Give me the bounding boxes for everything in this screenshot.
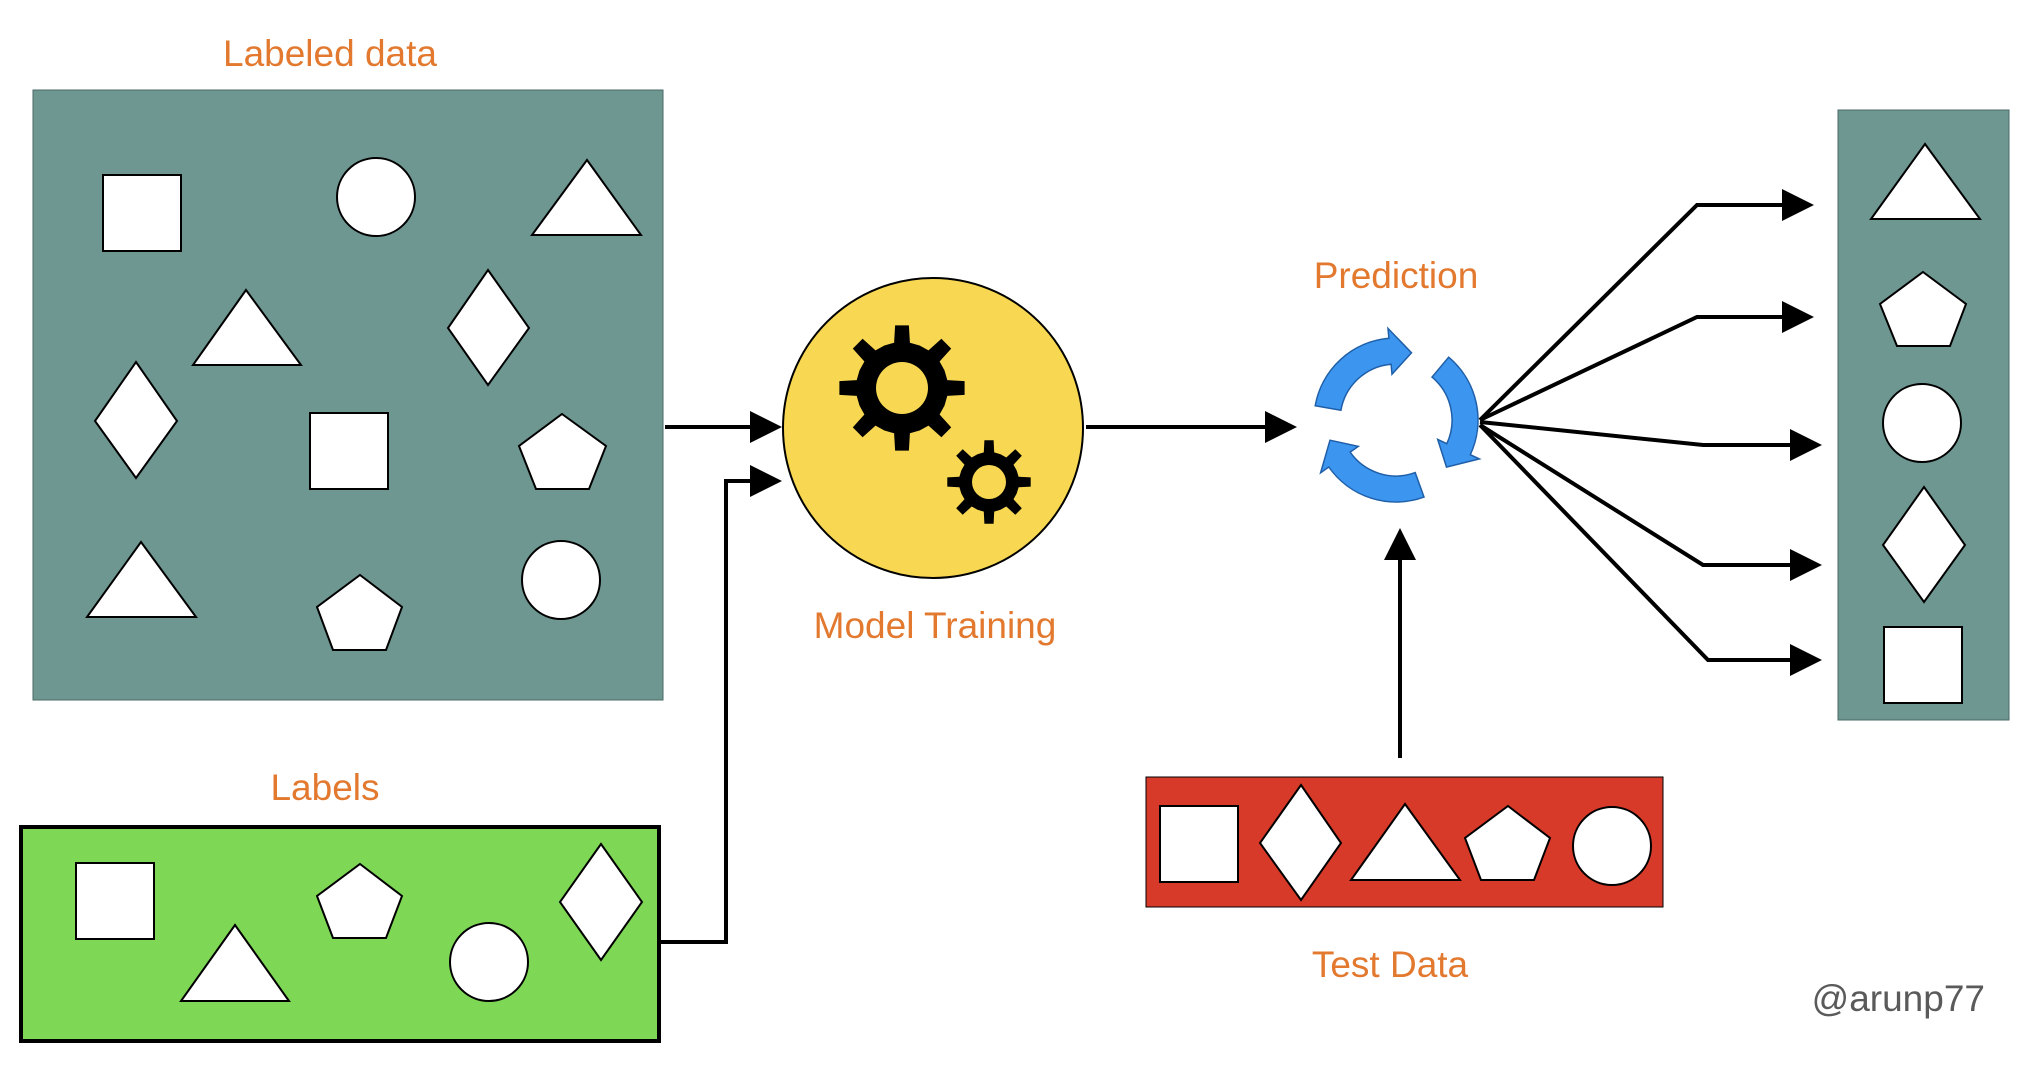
square-shape: [1883, 626, 1963, 704]
pentagon-shape: [517, 412, 608, 490]
refresh-arrow-segment: [1319, 439, 1425, 503]
prediction-to-square-arrow: [1478, 423, 1822, 676]
circle-shape: [449, 922, 529, 1002]
triangle-shape: [1869, 142, 1982, 220]
circle-shape: [521, 540, 601, 620]
square-shape: [75, 862, 155, 940]
prediction-to-pentagon-arrow: [1479, 301, 1814, 422]
circle-shape: [336, 157, 416, 237]
triangle-shape: [1349, 802, 1462, 881]
diamond-shape: [93, 360, 179, 480]
square-shape: [102, 174, 182, 252]
gear-hole: [876, 362, 928, 414]
pentagon-shape: [315, 862, 404, 939]
prediction-to-circle-arrow: [1479, 420, 1822, 461]
labeled-data-title: Labeled data: [223, 33, 437, 74]
output-shapes: [1869, 142, 1982, 704]
circle-shape: [1572, 806, 1652, 886]
author-credit: @arunp77: [1812, 978, 1985, 1019]
refresh-cycle-icon: [1314, 326, 1482, 503]
test-data-shapes: [1159, 783, 1652, 902]
diamond-shape: [558, 842, 644, 962]
pentagon-shape: [1878, 270, 1968, 347]
diamond-shape: [446, 268, 531, 387]
gear-hole: [972, 465, 1006, 499]
circle-shape: [1882, 383, 1962, 463]
triangle-shape: [179, 923, 291, 1002]
connectors: [661, 189, 1822, 944]
pentagon-shape: [1463, 804, 1552, 881]
diamond-shape: [1881, 485, 1967, 604]
pentagon-shape: [315, 573, 404, 651]
test-data-title: Test Data: [1312, 944, 1469, 985]
triangle-shape: [85, 540, 198, 618]
triangle-shape: [530, 158, 643, 236]
prediction-to-diamond-arrow: [1478, 423, 1822, 581]
square-shape: [309, 412, 389, 490]
refresh-arrow-segment: [1314, 326, 1413, 412]
square-shape: [1159, 805, 1239, 883]
model-training-title: Model Training: [814, 605, 1057, 646]
prediction-title: Prediction: [1314, 255, 1479, 296]
labels-to-model-arrow: [661, 465, 782, 944]
gears-icon: [839, 325, 1031, 524]
prediction-to-triangle-arrow: [1478, 189, 1814, 422]
diamond-shape: [1258, 783, 1343, 902]
labels-title: Labels: [270, 767, 379, 808]
labeled-data-shapes: [85, 157, 643, 651]
refresh-arrow-segment: [1430, 356, 1482, 468]
labels-shapes: [75, 842, 644, 1002]
triangle-shape: [191, 288, 303, 366]
